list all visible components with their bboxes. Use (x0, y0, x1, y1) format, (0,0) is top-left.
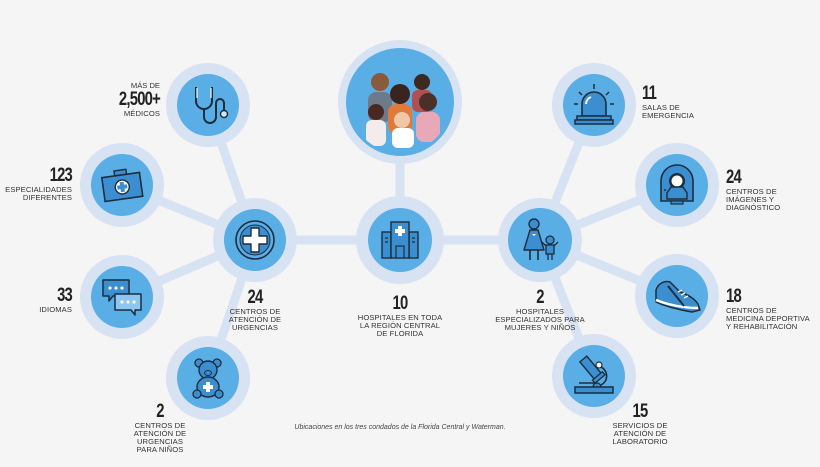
urgent-care-hub (213, 198, 297, 282)
emergency-rooms-stat: 11 SALAS DE EMERGENCIA (642, 83, 695, 120)
pediatric-urgent-care-node (166, 336, 250, 420)
laboratory-stat: 15 SERVICIOS DE ATENCIÓN DE LABORATORIO (612, 401, 668, 446)
doctors-node (166, 63, 250, 147)
emergency-rooms-node (552, 63, 636, 147)
footnote: Ubicaciones en los tres condados de la F… (294, 424, 506, 431)
imaging-centers-stat: 24 CENTROS DE IMÁGENES Y DIAGNÓSTICO (726, 167, 781, 212)
urgent-care-stat: 24 CENTROS DE ATENCIÓN DE URGENCIAS (228, 287, 282, 332)
chat-bubbles-icon (102, 279, 142, 316)
languages-node (80, 255, 164, 339)
specialties-stat: 123 ESPECIALIDADES DIFERENTES (5, 165, 73, 202)
family-photo (346, 48, 454, 156)
mother-child-icon (523, 218, 559, 260)
microscope-icon (574, 355, 614, 394)
sports-medicine-node (635, 254, 719, 338)
specialties-node (80, 143, 164, 227)
medical-case-icon (100, 168, 144, 203)
emergency-siren-icon (574, 84, 614, 125)
family-photo-node (338, 40, 462, 164)
pediatric-urgent-care-stat: 2 CENTROS DE ATENCIÓN DE URGENCIAS PARA … (133, 401, 187, 454)
sports-medicine-stat: 18 CENTROS DE MEDICINA DEPORTIVA Y REHAB… (726, 286, 810, 331)
women-children-hub (498, 198, 582, 282)
laboratory-node (552, 334, 636, 418)
hospitals-stat: 10 HOSPITALES EN TODA LA REGIÓN CENTRAL … (357, 293, 443, 338)
languages-stat: 33 IDIOMAS (39, 285, 73, 314)
women-children-stat: 2 HOSPITALES ESPECIALIZADOS PARA MUJERES… (495, 287, 585, 332)
doctors-stat: MÁS DE 2,500+ MÉDICOS (118, 81, 161, 118)
imaging-centers-node (635, 143, 719, 227)
teddy-bear-icon (192, 358, 224, 399)
stethoscope-icon (195, 87, 229, 124)
mri-scanner-icon (660, 164, 694, 205)
hospital-building-icon (381, 221, 419, 259)
sneaker-icon (655, 280, 701, 313)
hospitals-hub (356, 196, 444, 284)
medical-cross-icon (235, 220, 275, 260)
family-photo-icon (366, 73, 440, 148)
